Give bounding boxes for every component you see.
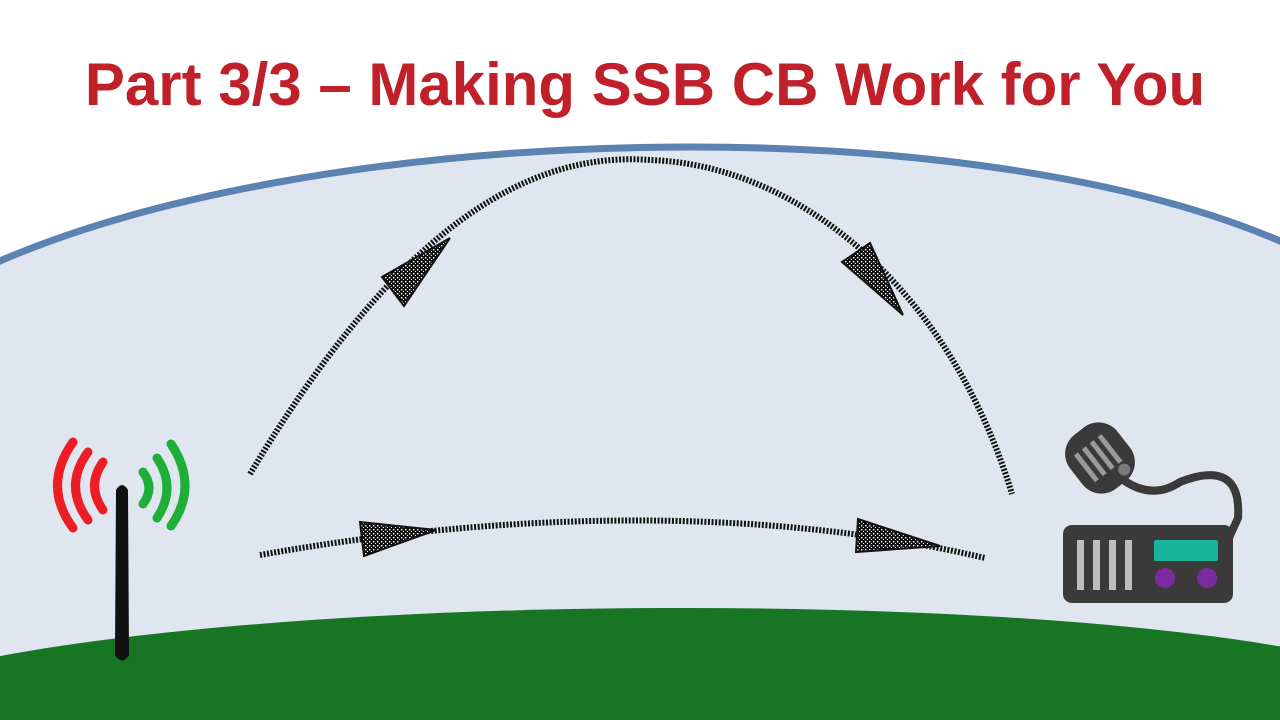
ground (0, 607, 1280, 720)
receive-wave-icon (138, 467, 154, 509)
microphone-icon (1065, 422, 1135, 494)
sky-wave-path (247, 156, 1015, 495)
ground-wave-arrow-1 (358, 520, 437, 558)
ionosphere-layer (0, 143, 1280, 265)
sky-wave-up-arrow (380, 237, 451, 308)
sky-wave-down-arrow (840, 241, 904, 316)
microphone-cord (1114, 471, 1243, 544)
transmit-wave-icon (90, 457, 108, 515)
radio-knob-right (1197, 568, 1217, 588)
cb-radio-icon (1063, 422, 1243, 603)
ground-wave-arrow-2 (854, 517, 941, 554)
sky-region (0, 147, 1280, 720)
page-title: Part 3/3 – Making SSB CB Work for You (84, 51, 1206, 118)
radio-knob-left (1155, 568, 1175, 588)
antenna-icon (53, 437, 190, 661)
speaker-grille (1077, 540, 1084, 590)
radio-display (1154, 540, 1218, 561)
